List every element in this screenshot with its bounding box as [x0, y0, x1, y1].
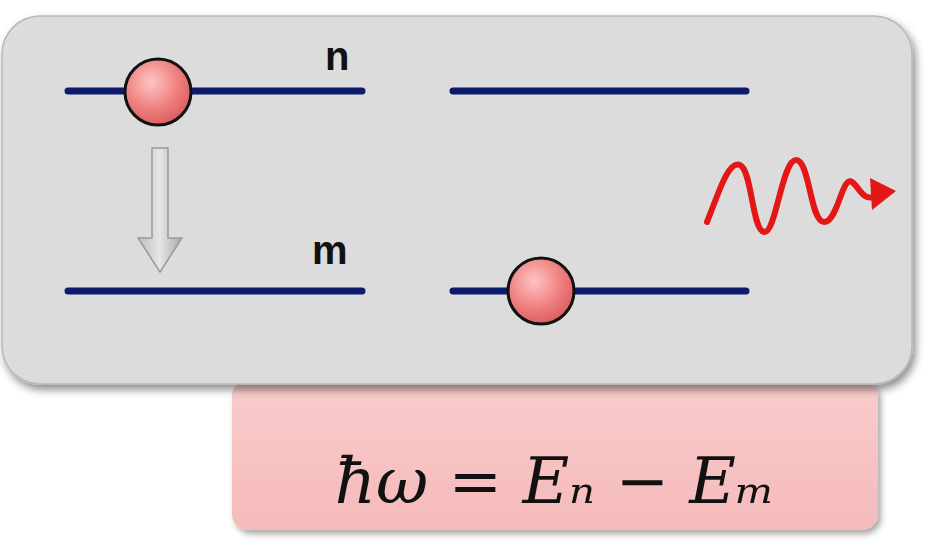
photon-arrowhead [870, 178, 896, 210]
level-label: m [312, 230, 348, 270]
energy-levels [68, 91, 746, 291]
transition-arrow [138, 148, 182, 272]
formula-box: ħω = Eₙ − Eₘ [232, 380, 878, 530]
photon-wave [707, 160, 874, 232]
electron [125, 59, 191, 125]
formula-text: ħω = Eₙ − Eₘ [335, 446, 776, 516]
electron [508, 258, 574, 324]
grey-panel [2, 16, 912, 384]
level-label: n [325, 36, 349, 76]
